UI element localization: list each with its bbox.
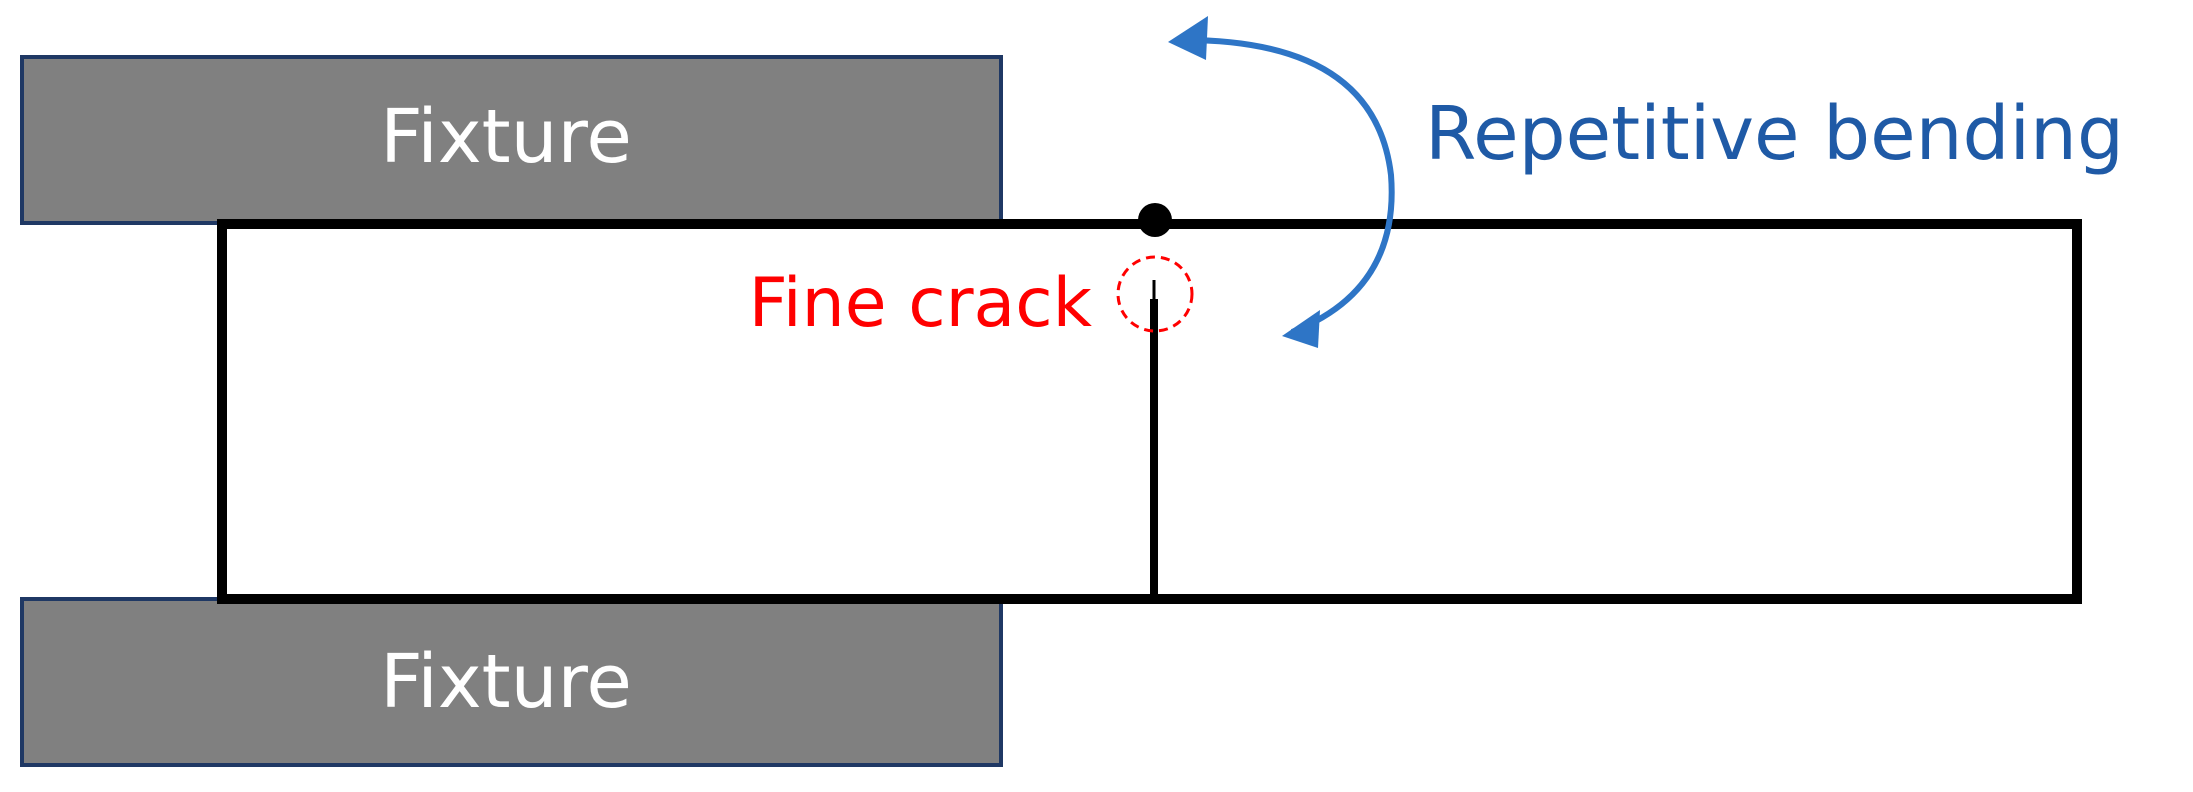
arrowhead-bottom <box>1282 310 1320 348</box>
bottom-fixture: Fixture <box>20 597 1003 767</box>
specimen-body <box>217 219 2082 604</box>
top-fixture-label: Fixture <box>380 94 632 180</box>
top-fixture-block <box>20 55 1003 225</box>
bottom-fixture-block <box>20 597 1003 767</box>
curved-double-arrow-icon <box>1168 16 1395 348</box>
repetitive-bending-label: Repetitive bending <box>1425 91 2124 177</box>
arrowhead-top <box>1168 16 1208 60</box>
crack-highlight-circle <box>1116 255 1194 333</box>
filled-dot-icon <box>1138 203 1172 237</box>
bottom-fixture-label: Fixture <box>380 639 632 725</box>
top-fixture: Fixture <box>20 55 1003 225</box>
fine-crack-label: Fine crack <box>749 264 1093 343</box>
